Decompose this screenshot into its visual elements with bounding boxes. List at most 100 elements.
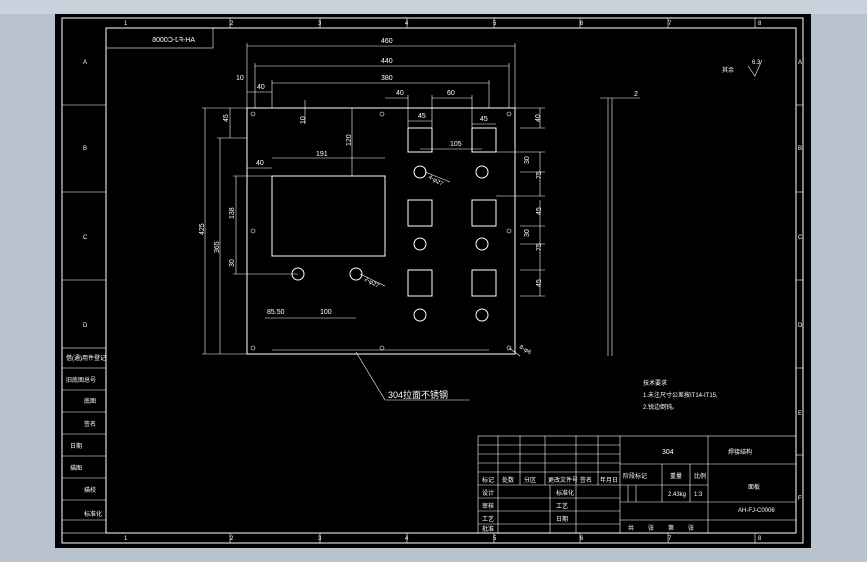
window-top-bar: [0, 0, 867, 14]
title-drawing-number: AH-FJ-C0006: [738, 508, 775, 514]
col-label: 3: [318, 536, 322, 542]
left-strip-label: 借(通)用件登记: [66, 354, 106, 362]
dim-10: 10: [300, 116, 307, 124]
col-label: 3: [318, 21, 322, 27]
left-strip-label: 签名: [84, 420, 96, 428]
sign-label: 工艺: [482, 515, 494, 523]
hole-callout: 8-φ6: [518, 345, 532, 357]
dim-85.50: 85.50: [267, 309, 285, 316]
left-strip-label: 描图: [70, 464, 82, 472]
title-company: 焊接结构: [728, 448, 752, 456]
sign-mid: 标准化: [556, 489, 574, 497]
dim-45: 45: [536, 279, 543, 287]
row-label: D: [798, 323, 803, 329]
dim-138: 138: [229, 207, 236, 219]
dim-75: 75: [536, 243, 543, 251]
row-label: C: [798, 235, 803, 241]
rev-label: 分区: [524, 476, 536, 484]
dim-105: 105: [450, 141, 462, 148]
dim-75: 75: [536, 171, 543, 179]
dim-460: 460: [381, 38, 393, 45]
footer-label: 张: [648, 524, 654, 532]
col-label: 8: [758, 536, 762, 542]
drawing-number-mirrored: AH-FJ-C0006: [152, 37, 195, 44]
left-strip-label: 标准化: [84, 510, 102, 518]
col-label: 7: [668, 536, 672, 542]
title-part-name: 面板: [748, 483, 760, 491]
small-holes: [250, 111, 512, 351]
rev-label: 更改文件号: [548, 476, 578, 484]
dim-100: 100: [320, 309, 332, 316]
dim-380: 380: [381, 75, 393, 82]
dim-30: 30: [229, 259, 236, 267]
hole-callout: 2-φ27: [363, 277, 380, 290]
col-label: 1: [124, 536, 128, 542]
dim-45: 45: [480, 116, 488, 123]
left-strip-label: 日期: [70, 442, 82, 450]
dim-40: 40: [256, 160, 264, 167]
rev-label: 处数: [502, 476, 514, 484]
row-label: F: [798, 496, 802, 502]
col-label: 1: [124, 21, 128, 27]
sign-label: 设计: [482, 489, 494, 497]
col-label: 7: [668, 21, 672, 27]
dim-120: 120: [346, 134, 353, 146]
dim-365: 365: [214, 241, 221, 253]
drawing-canvas: [55, 14, 811, 548]
drawing-number-box: [105, 27, 214, 49]
title-weight: 2.43kg: [668, 492, 686, 498]
roughness-label: 其余: [722, 66, 734, 74]
row-label: C: [83, 235, 88, 241]
row-label: B: [798, 146, 802, 152]
dim-10: 10: [236, 75, 244, 82]
footer-label: 张: [688, 524, 694, 532]
dim-60: 60: [447, 90, 455, 97]
dim-191: 191: [316, 151, 328, 158]
notes-title: 技术要求: [643, 379, 667, 387]
title-stage: 阶段标记: [623, 472, 647, 480]
col-label: 8: [758, 21, 762, 27]
footer-label: 第: [668, 524, 674, 532]
col-label: 4: [405, 536, 409, 542]
dim-45: 45: [223, 114, 230, 122]
col-label: 2: [230, 21, 234, 27]
title-scale: 1:3: [694, 492, 703, 498]
col-label: 6: [580, 536, 584, 542]
sign-mid: 工艺: [556, 502, 568, 510]
left-strip-label: 旧底图总号: [66, 376, 96, 384]
rev-label: 年月日: [600, 476, 618, 484]
rev-label: 标记: [482, 476, 494, 484]
dim-45: 45: [418, 113, 426, 120]
title-material: 304: [662, 449, 674, 456]
row-label: A: [83, 60, 87, 66]
dim-45: 45: [536, 207, 543, 215]
col-label: 5: [493, 21, 497, 27]
dim-40: 40: [535, 114, 542, 122]
inner-border: [105, 27, 797, 534]
col-label: 6: [580, 21, 584, 27]
dim-425: 425: [199, 223, 206, 235]
title-weight-label: 重量: [670, 472, 682, 480]
outer-border: [61, 17, 804, 544]
dim-2: 2: [634, 91, 638, 98]
left-strip-label: 描校: [84, 486, 96, 494]
title-scale-label: 比例: [694, 472, 706, 480]
dim-40: 40: [396, 90, 404, 97]
material-callout: 304拉面不锈钢: [388, 389, 448, 400]
row-label: A: [798, 60, 802, 66]
rev-label: 签名: [580, 476, 592, 484]
dim-30: 30: [524, 156, 531, 164]
roughness-symbol: [747, 59, 763, 77]
col-label: 5: [493, 536, 497, 542]
row-label: D: [83, 323, 88, 329]
roughness-value: 6.3: [752, 60, 761, 66]
title-block: [477, 435, 797, 534]
row-label: E: [798, 411, 802, 417]
col-label: 2: [230, 536, 234, 542]
sign-label: 审核: [482, 502, 494, 510]
sign-mid: 日期: [556, 515, 568, 523]
row-label: B: [83, 146, 87, 152]
col-label: 4: [405, 21, 409, 27]
footer-label: 共: [628, 524, 634, 532]
